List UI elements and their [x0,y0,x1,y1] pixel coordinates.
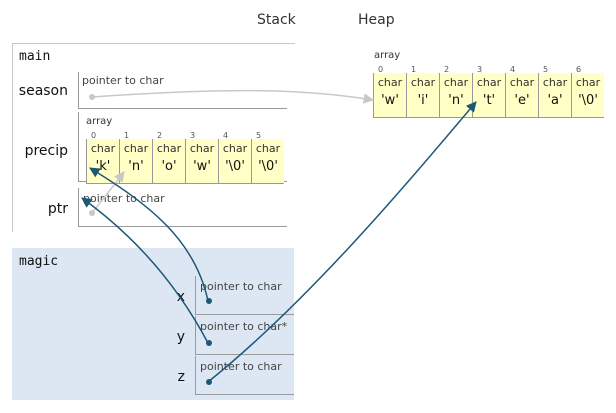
array-index: 1 [124,131,130,140]
pointer-slot-season[interactable]: pointer to char [78,72,287,109]
cell-type: char [509,76,535,89]
var-name-precip: precip [24,143,68,159]
stack-header: Stack [257,12,296,28]
cell-value: 'n' [128,159,144,174]
cell-value: '\0' [578,93,598,108]
array-index: 0 [91,131,97,140]
cell-type: char [542,76,568,89]
array-index: 3 [477,65,483,74]
pointer-origin-dot[interactable] [89,94,95,100]
cell-type: char [222,142,248,155]
array-index: 2 [444,65,450,74]
cell-type: char [410,76,436,89]
cell-value: 'e' [514,93,530,108]
cell-type: char [90,142,116,155]
var-name-season: season [18,83,68,99]
pointer-slot-y[interactable]: pointer to char* [195,316,294,355]
array-cell[interactable]: char 'a' [538,73,571,118]
cell-value: 'a' [547,93,563,108]
frame-name-magic: magic [19,254,59,269]
pointer-slot-z[interactable]: pointer to char [195,356,294,395]
pointer-type-label: pointer to char [82,74,164,87]
array-cell[interactable]: char 'o' [152,139,185,184]
frame-name-main: main [19,49,51,64]
array-cell[interactable]: char 'e' [505,73,538,118]
array-index: 4 [510,65,516,74]
cell-type: char [156,142,182,155]
array-index: 0 [378,65,384,74]
cell-value: 'w' [381,93,399,108]
var-name-z: z [177,369,185,385]
array-cell[interactable]: char '\0' [251,139,284,184]
array-cell[interactable]: char 'n' [119,139,152,184]
array-cell[interactable]: char 'i' [406,73,439,118]
cell-value: '\0' [225,159,245,174]
pointer-origin-dot[interactable] [206,379,212,385]
cell-type: char [443,76,469,89]
var-name-x: x [176,289,185,305]
cell-value: 'w' [193,159,211,174]
cell-value: 'k' [95,159,111,174]
array-cell[interactable]: char 'k' [86,139,119,184]
array-index: 1 [411,65,417,74]
pointer-type-label: pointer to char [200,280,282,293]
cell-type: char [575,76,601,89]
var-name-y: y [176,329,185,345]
array-cell[interactable]: char 't' [472,73,505,118]
pointer-slot-x[interactable]: pointer to char [195,276,294,315]
cell-value: 'o' [161,159,177,174]
cell-type: char [189,142,215,155]
array-cell[interactable]: char 'w' [373,73,406,118]
cell-type: char [123,142,149,155]
pointer-origin-dot[interactable] [206,340,212,346]
array-index: 2 [157,131,163,140]
pointer-slot-ptr[interactable]: pointer to char [78,188,287,227]
array-cell[interactable]: char '\0' [571,73,604,118]
cell-value: '\0' [258,159,278,174]
array-index: 6 [576,65,582,74]
var-name-ptr: ptr [47,201,68,217]
pointer-origin-dot[interactable] [206,298,212,304]
cell-type: char [255,142,281,155]
cell-value: 't' [482,93,496,108]
heap-header: Heap [358,12,395,28]
pointer-type-label: pointer to char [200,360,282,373]
array-index: 5 [543,65,549,74]
array-cell[interactable]: char '\0' [218,139,251,184]
cell-type: char [476,76,502,89]
pointer-type-label: pointer to char* [200,320,288,333]
cell-value: 'n' [448,93,464,108]
array-cell[interactable]: char 'n' [439,73,472,118]
array-cell[interactable]: char 'w' [185,139,218,184]
array-index: 3 [190,131,196,140]
pointer-origin-dot[interactable] [89,210,95,216]
pointer-type-label: pointer to char [83,192,165,205]
cell-type: char [377,76,403,89]
array-label-precip: array [86,116,113,127]
cell-value: 'i' [417,93,429,108]
heap-array-label: array [374,50,401,61]
